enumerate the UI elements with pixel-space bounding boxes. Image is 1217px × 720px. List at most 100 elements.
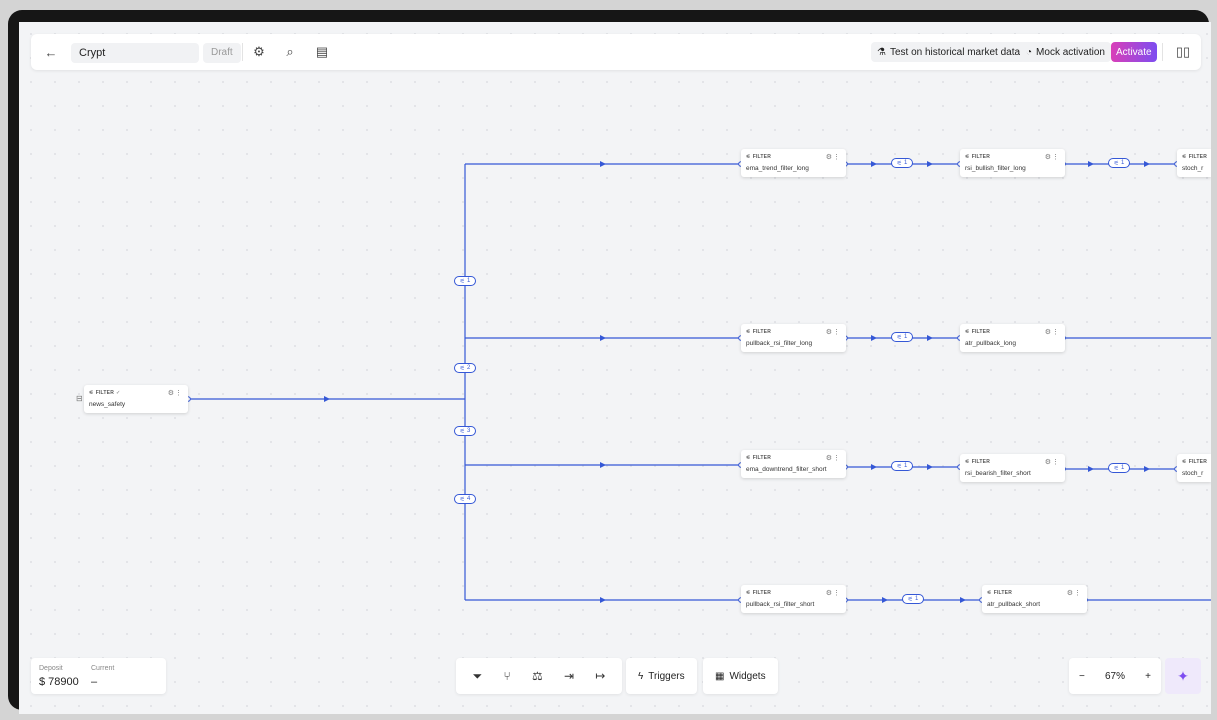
node-pullback-rsi-filter-long[interactable]: ⚟FILTER pullback_rsi_filter_long ⚙⋮ (741, 324, 846, 352)
node-type: FILTER (1188, 154, 1208, 160)
connector-label: 1 (915, 596, 919, 602)
node-rsi-bearish-filter-short[interactable]: ⚟FILTER rsi_bearish_filter_short ⚙⋮ (960, 454, 1065, 482)
settings-icon[interactable]: ⚙ (1044, 154, 1051, 161)
activate-button[interactable]: Activate (1111, 42, 1157, 62)
status-badge: Draft (203, 43, 241, 63)
connector-pill[interactable]: ⚟1 (1108, 463, 1130, 473)
notes-icon[interactable]: ▤ (315, 44, 329, 59)
balance-icon[interactable]: ⚖ (531, 669, 543, 683)
filter-icon: ⚟ (89, 390, 94, 396)
collapse-icon[interactable]: ⊟ (76, 394, 83, 403)
filter-icon[interactable]: ⏷ (472, 668, 483, 683)
node-atr-pullback-long[interactable]: ⚟FILTER atr_pullback_long ⚙⋮ (960, 324, 1065, 352)
node-type: FILTER (971, 459, 991, 465)
filter-icon: ⚟ (896, 463, 903, 470)
zoom-out-icon[interactable]: − (1079, 670, 1085, 682)
branch-pill-3[interactable]: ⚟3 (454, 426, 476, 436)
node-rsi-bullish-filter-long[interactable]: ⚟FILTER rsi_bullish_filter_long ⚙⋮ (960, 149, 1065, 177)
widgets-button[interactable]: ▦Widgets (703, 658, 778, 694)
more-icon[interactable]: ⋮ (1052, 154, 1059, 161)
filter-icon: ⚟ (1182, 459, 1187, 465)
more-icon[interactable]: ⋮ (833, 590, 840, 597)
node-ema-downtrend-filter-short[interactable]: ⚟FILTER ema_downtrend_filter_short ⚙⋮ (741, 450, 846, 478)
node-ema-trend-filter-long[interactable]: ⚟FILTER ema_trend_filter_long ⚙⋮ (741, 149, 846, 177)
node-atr-pullback-short[interactable]: ⚟FILTER atr_pullback_short ⚙⋮ (982, 585, 1087, 613)
node-type: FILTER (1188, 459, 1208, 465)
more-icon[interactable]: ⋮ (175, 390, 182, 397)
widgets-label: Widgets (729, 670, 766, 682)
sparkle-icon[interactable]: ✦ (1165, 658, 1201, 694)
settings-icon[interactable]: ⚙ (167, 390, 174, 397)
enter-icon[interactable]: ⇥ (563, 669, 575, 683)
node-name: ema_trend_filter_long (746, 165, 809, 172)
split-icon[interactable]: ⑂ (503, 669, 511, 683)
settings-icon[interactable]: ⚙ (1044, 329, 1051, 336)
connector-label: 1 (904, 334, 908, 340)
more-icon[interactable]: ⋮ (833, 154, 840, 161)
node-toolbar: ⏷ ⑂ ⚖ ⇥ ↦ (456, 658, 622, 694)
settings-icon[interactable]: ⚙ (825, 154, 832, 161)
node-name: rsi_bullish_filter_long (965, 165, 1026, 172)
settings-icon[interactable]: ⚙ (1044, 459, 1051, 466)
branch-pill-1[interactable]: ⚟1 (454, 276, 476, 286)
deposit-panel: Deposit $ 78900 Current – (31, 658, 166, 694)
node-header: ⚟FILTER (965, 329, 990, 335)
node-header: ⚟FILTER (965, 459, 990, 465)
mock-label: Mock activation (1036, 46, 1105, 58)
more-icon[interactable]: ⋮ (1052, 329, 1059, 336)
back-arrow-icon[interactable]: ← (44, 44, 58, 60)
more-icon[interactable]: ⋮ (833, 455, 840, 462)
connector-pill[interactable]: ⚟1 (891, 158, 913, 168)
check-icon: ✓ (116, 390, 121, 396)
triggers-label: Triggers (648, 670, 685, 682)
settings-icon[interactable]: ⚙ (825, 590, 832, 597)
filter-icon: ⚟ (1113, 160, 1120, 167)
node-type: FILTER (752, 455, 772, 461)
zoom-in-icon[interactable]: + (1145, 670, 1151, 682)
connector-pill[interactable]: ⚟1 (902, 594, 924, 604)
node-stoch-r-long[interactable]: ⚟FILTER stoch_r (1177, 149, 1211, 177)
node-header: ⚟FILTER (746, 590, 771, 596)
filter-icon: ⚟ (1113, 465, 1120, 472)
device-frame: ⚟1 ⚟2 ⚟3 ⚟4 ⚟1 ⚟1 ⚟1 ⚟1 ⚟1 ⚟1 ⊟ ⚟FILTER✓… (8, 10, 1211, 714)
search-icon[interactable]: ⌕ (286, 44, 294, 59)
deposit-value: $ 78900 (39, 676, 79, 688)
connector-label: 1 (1121, 465, 1125, 471)
node-name: news_safety (89, 401, 126, 408)
node-header: ⚟FILTER✓ (89, 390, 120, 396)
more-icon[interactable]: ⋮ (1052, 459, 1059, 466)
filter-icon: ⚟ (746, 329, 751, 335)
filter-icon: ⚟ (459, 496, 466, 503)
test-historical-button[interactable]: ⚗Test on historical market data (871, 42, 1027, 62)
node-type: FILTER (993, 590, 1013, 596)
more-icon[interactable]: ⋮ (833, 329, 840, 336)
node-pullback-rsi-filter-short[interactable]: ⚟FILTER pullback_rsi_filter_short ⚙⋮ (741, 585, 846, 613)
more-icon[interactable]: ⋮ (1074, 590, 1081, 597)
connector-pill[interactable]: ⚟1 (1108, 158, 1130, 168)
branch-pill-4[interactable]: ⚟4 (454, 494, 476, 504)
exit-icon[interactable]: ↦ (595, 669, 606, 683)
mock-activation-button[interactable]: ◔Mock activation (1020, 42, 1111, 62)
node-header: ⚟FILTER (746, 154, 771, 160)
filter-icon: ⚟ (965, 154, 970, 160)
top-bar: ← Draft ⚙ ⌕ ▤ ⚗Test on historical market… (31, 34, 1201, 70)
settings-icon[interactable]: ⚙ (825, 455, 832, 462)
workflow-name-input[interactable] (71, 43, 199, 63)
source-node[interactable]: ⚟FILTER✓ news_safety ⚙ ⋮ (84, 385, 188, 413)
settings-icon[interactable]: ⚙ (1066, 590, 1073, 597)
zoom-level: 67% (1104, 670, 1125, 682)
panel-toggle-icon[interactable]: ▯▯ (1175, 44, 1191, 59)
current-label: Current (91, 665, 115, 672)
node-stoch-r-short[interactable]: ⚟FILTER stoch_r (1177, 454, 1211, 482)
connector-pill[interactable]: ⚟1 (891, 332, 913, 342)
branch-pill-2[interactable]: ⚟2 (454, 363, 476, 373)
deposit-label: Deposit (39, 665, 63, 672)
node-name: stoch_r (1182, 470, 1204, 477)
connector-pill[interactable]: ⚟1 (891, 461, 913, 471)
settings-icon[interactable]: ⚙ (253, 44, 265, 59)
settings-icon[interactable]: ⚙ (825, 329, 832, 336)
node-header: ⚟FILTER (746, 329, 771, 335)
node-type: FILTER (971, 154, 991, 160)
node-type: FILTER (971, 329, 991, 335)
